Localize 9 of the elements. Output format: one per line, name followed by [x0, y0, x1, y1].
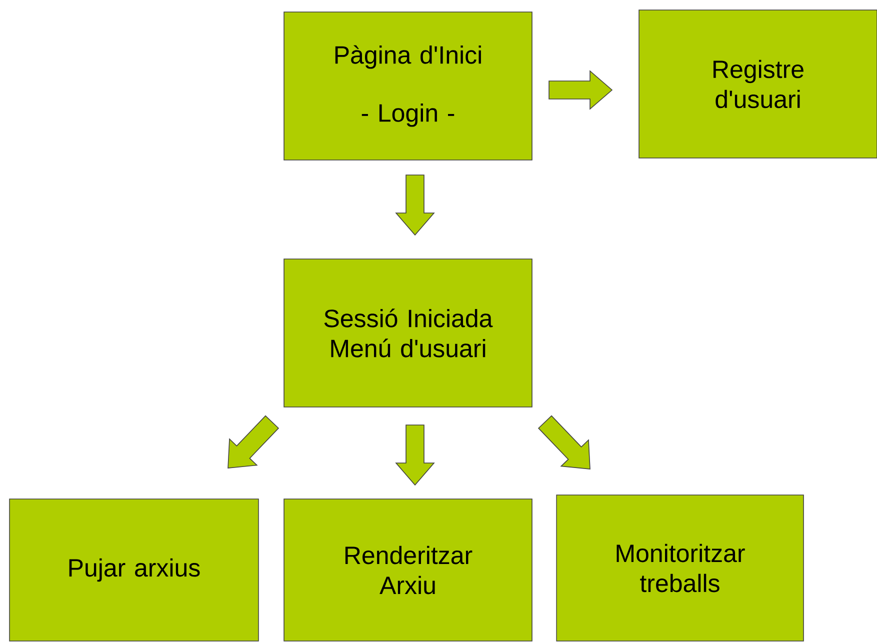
process-box: Registre d'usuari — [638, 10, 877, 158]
process-box: Pujar arxius — [9, 498, 259, 642]
process-box: Pàgina d'Inici - Login - — [284, 12, 532, 160]
process-box: Monitoritzar treballs — [556, 494, 804, 642]
block-arrow — [395, 174, 435, 236]
process-box: Renderitzar Arxiu — [284, 498, 532, 642]
process-box: Sessió Iniciada Menú d'usuari — [284, 258, 532, 408]
block-arrow — [395, 424, 435, 486]
block-arrow — [548, 70, 613, 110]
